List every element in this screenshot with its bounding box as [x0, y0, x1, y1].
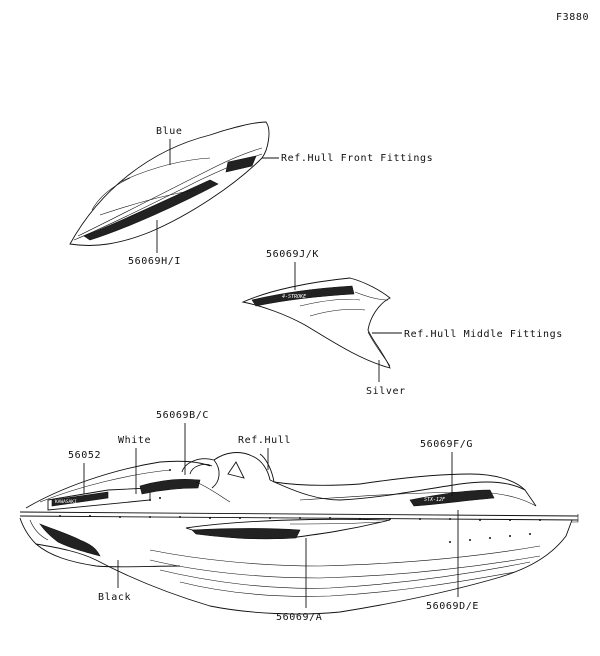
- label-56069fg: 56069F/G: [420, 439, 473, 450]
- label-56069jk: 56069J/K: [266, 249, 319, 260]
- decal-brand: KAWASAKI: [55, 499, 77, 505]
- decal-model: STX-12F: [424, 497, 446, 503]
- label-ref-hull-middle-fittings: Ref.Hull Middle Fittings: [404, 329, 563, 340]
- label-56052: 56052: [68, 450, 101, 461]
- label-blue: Blue: [156, 126, 182, 137]
- label-ref-hull: Ref.Hull: [238, 435, 291, 446]
- label-56069hi: 56069H/I: [128, 256, 181, 267]
- label-ref-hull-front-fittings: Ref.Hull Front Fittings: [281, 153, 433, 164]
- middle-side-decal: 4-STROKE: [241, 277, 391, 369]
- label-56069bc: 56069B/C: [156, 410, 209, 421]
- label-56069de: 56069D/E: [426, 601, 479, 612]
- front-cowl-decal: [69, 121, 270, 246]
- label-white: White: [118, 435, 151, 446]
- label-silver: Silver: [366, 386, 406, 397]
- figure-id: F3880: [556, 12, 589, 23]
- hull-drawing: KAWASAKI STX-12F: [19, 452, 579, 615]
- label-56069a: 56069/A: [276, 612, 322, 623]
- label-black: Black: [98, 592, 131, 603]
- decal-4stroke: 4-STROKE: [282, 294, 306, 300]
